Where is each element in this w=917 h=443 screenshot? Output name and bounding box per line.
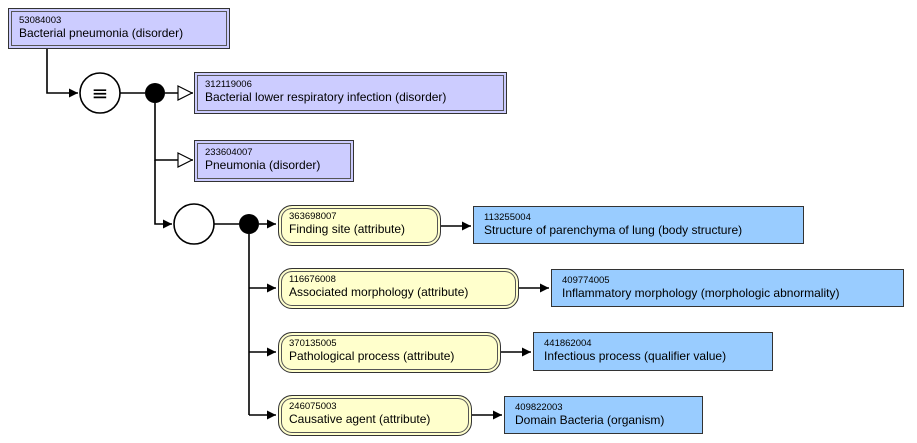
- attribute-value-box-4[interactable]: 409822003 Domain Bacteria (organism): [504, 396, 703, 434]
- attribute-value-id: 113255004: [484, 212, 531, 223]
- parent-concept-box-2[interactable]: 233604007 Pneumonia (disorder): [194, 140, 354, 182]
- attribute-value-id: 409822003: [515, 402, 563, 413]
- attribute-value-box-1[interactable]: 113255004 Structure of parenchyma of lun…: [473, 206, 804, 244]
- attribute-value-term: Inflammatory morphology (morphologic abn…: [562, 286, 840, 300]
- conjunction-dot: [145, 83, 165, 103]
- focus-concept-id: 53084003: [19, 15, 62, 26]
- attribute-value-id: 441862004: [544, 338, 592, 349]
- connector-to-group: [154, 160, 172, 229]
- attribute-id: 370135005: [289, 338, 337, 349]
- attribute-box-1[interactable]: 363698007 Finding site (attribute): [278, 205, 441, 246]
- definition-status-symbol: ≡: [92, 81, 109, 105]
- attribute-box-4[interactable]: 246075003 Causative agent (attribute): [278, 395, 472, 436]
- parent-concept-id: 312119006: [205, 79, 252, 90]
- attribute-term: Pathological process (attribute): [289, 349, 455, 363]
- parent-concept-term: Pneumonia (disorder): [205, 158, 321, 172]
- attribute-id: 363698007: [289, 211, 337, 222]
- attribute-id: 246075003: [289, 401, 337, 412]
- attribute-box-2[interactable]: 116676008 Associated morphology (attribu…: [278, 268, 519, 309]
- attribute-term: Finding site (attribute): [289, 222, 406, 236]
- attribute-box-3[interactable]: 370135005 Pathological process (attribut…: [278, 332, 501, 373]
- attribute-value-id: 409774005: [562, 275, 610, 286]
- group-conjunction-dot: [239, 214, 259, 234]
- attribute-value-term: Structure of parenchyma of lung (body st…: [484, 223, 743, 237]
- attribute-term: Associated morphology (attribute): [289, 285, 469, 299]
- focus-concept-box[interactable]: 53084003 Bacterial pneumonia (disorder): [8, 8, 230, 49]
- attribute-value-box-2[interactable]: 409774005 Inflammatory morphology (morph…: [551, 269, 904, 307]
- attribute-value-box-3[interactable]: 441862004 Infectious process (qualifier …: [533, 332, 773, 371]
- parent-concept-box-1[interactable]: 312119006 Bacterial lower respiratory in…: [194, 72, 507, 114]
- attribute-term: Causative agent (attribute): [289, 412, 431, 426]
- attribute-value-term: Domain Bacteria (organism): [515, 413, 665, 427]
- connector-to-parent-2: [154, 103, 193, 160]
- connector-focus-to-operator: [46, 48, 78, 98]
- attribute-id: 116676008: [289, 274, 336, 285]
- attribute-value-term: Infectious process (qualifier value): [544, 349, 727, 363]
- parent-concept-term: Bacterial lower respiratory infection (d…: [205, 90, 447, 104]
- parent-concept-id: 233604007: [205, 147, 253, 158]
- focus-concept-term: Bacterial pneumonia (disorder): [19, 26, 184, 40]
- attribute-group-circle: [173, 203, 215, 245]
